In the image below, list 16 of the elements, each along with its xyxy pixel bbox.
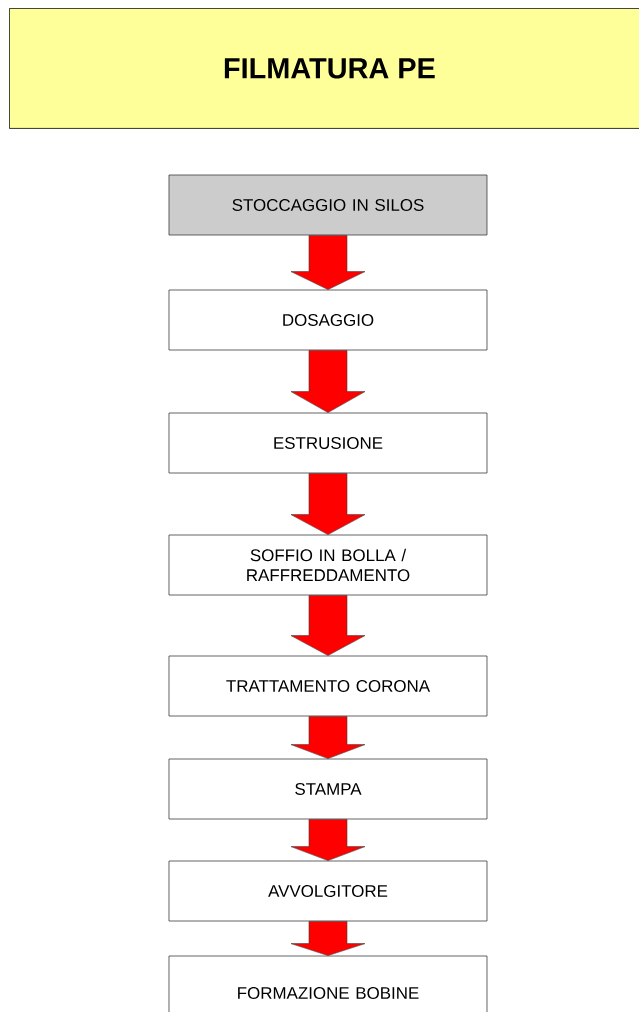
title-banner: FILMATURA PE [9, 8, 639, 129]
process-box: STOCCAGGIO IN SILOS [168, 174, 488, 236]
process-box: ESTRUSIONE [168, 412, 488, 474]
process-box: TRATTAMENTO CORONA [168, 655, 488, 717]
block-arrow [290, 235, 366, 290]
block-arrow [290, 716, 366, 759]
block-arrow [290, 921, 366, 956]
process-box: STAMPA [168, 758, 488, 820]
process-box: SOFFIO IN BOLLA / RAFFREDDAMENTO [168, 534, 488, 596]
process-box: FORMAZIONE BOBINE [168, 955, 488, 1012]
process-box: AVVOLGITORE [168, 860, 488, 922]
process-box: DOSAGGIO [168, 289, 488, 351]
block-arrow [290, 819, 366, 861]
block-arrow [290, 595, 366, 656]
block-arrow [290, 473, 366, 535]
block-arrow [290, 350, 366, 413]
